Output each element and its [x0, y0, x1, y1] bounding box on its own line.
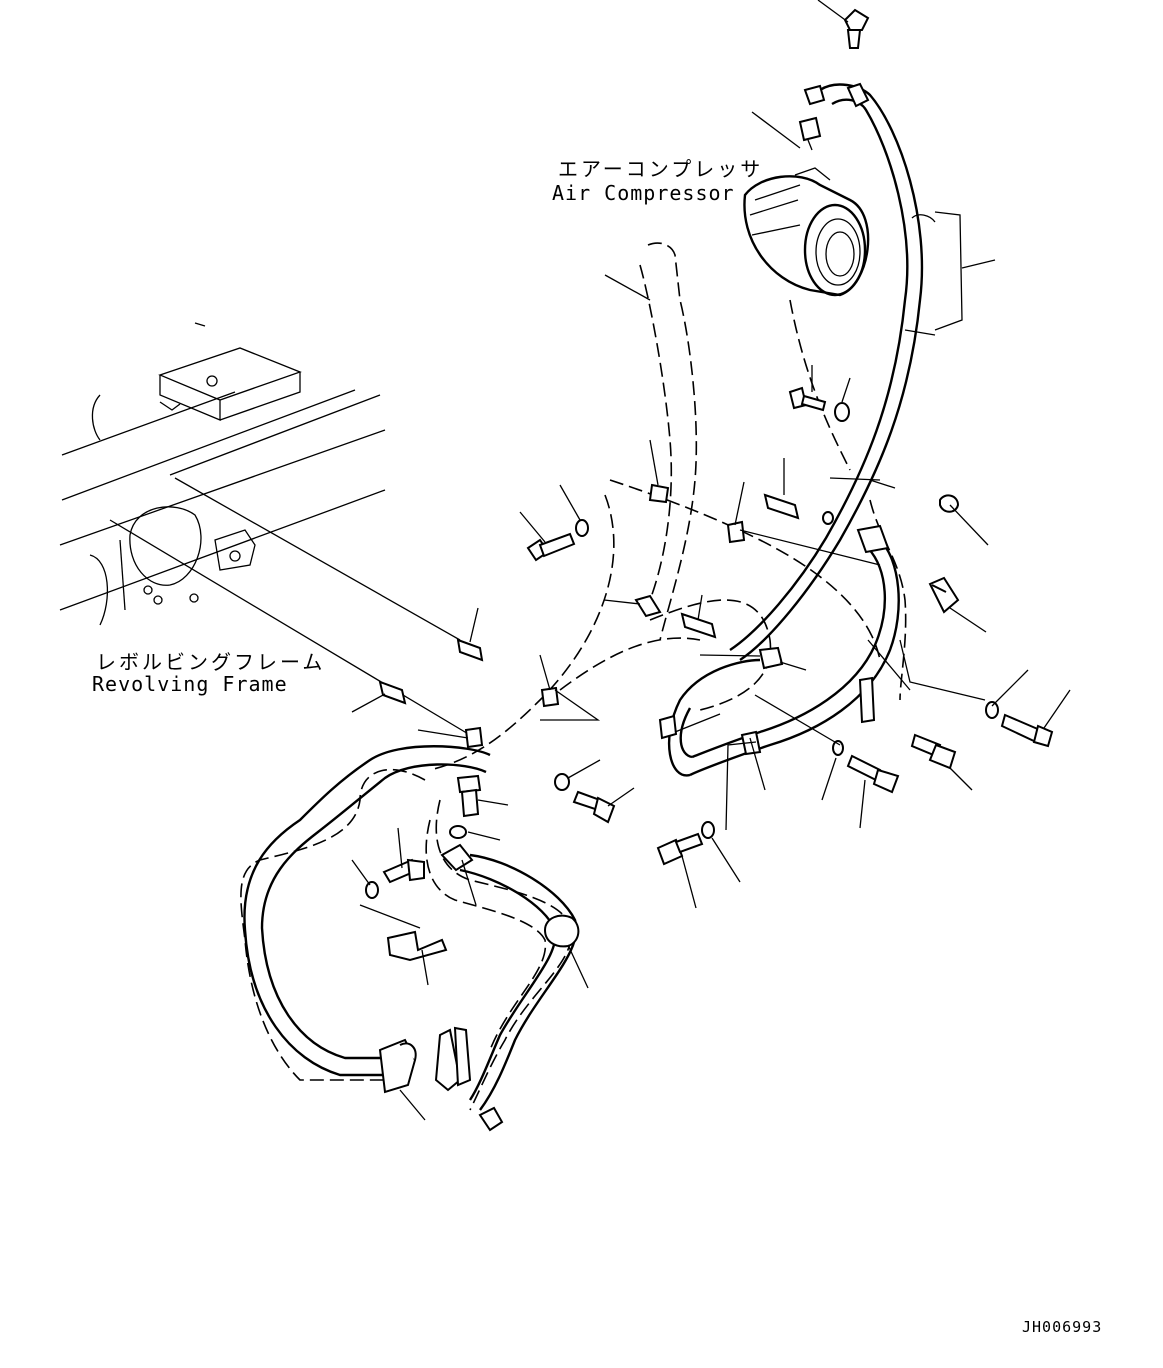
- washer-icon: [834, 402, 850, 422]
- bolt-icon: [526, 532, 576, 562]
- bolt-icon: [382, 858, 425, 884]
- clamp-icon: [440, 843, 474, 872]
- spacer-icon: [680, 612, 717, 639]
- frame-label-en: Revolving Frame: [92, 672, 288, 696]
- washer-icon: [575, 519, 589, 537]
- clamp-icon: [726, 520, 746, 544]
- clamp-icon: [648, 483, 670, 504]
- clamp-icon: [758, 646, 784, 670]
- liquid-hose: [243, 745, 580, 1132]
- spacer-icon: [378, 680, 407, 705]
- discharge-hose: [729, 8, 936, 661]
- bolt-icon: [656, 832, 704, 866]
- washer-icon: [701, 821, 715, 839]
- o-ring-icon: [822, 511, 834, 525]
- drawing-code: JH006993: [1022, 1318, 1103, 1336]
- bolt-icon: [788, 386, 827, 412]
- bracket-icon: [386, 930, 448, 962]
- clamp-icon: [540, 686, 560, 708]
- spacer-icon: [763, 493, 800, 520]
- compressor-label-en: Air Compressor: [552, 181, 735, 205]
- washer-icon: [832, 740, 844, 756]
- bolt-icon: [910, 733, 957, 770]
- washer-icon: [365, 881, 379, 899]
- suction-hose: [667, 524, 900, 777]
- clamp-icon: [658, 714, 678, 740]
- cap-icon: [939, 494, 960, 513]
- revolving-frame: [59, 322, 471, 736]
- frame-label-jp: レボルビングフレーム: [96, 650, 326, 674]
- bolt-icon: [1000, 713, 1054, 748]
- clamp-icon: [858, 676, 876, 724]
- bolt-icon: [572, 790, 616, 824]
- clamp-icon: [634, 594, 662, 618]
- air-compressor: [743, 167, 870, 297]
- compressor-label-jp: エアーコンプレッサ: [558, 157, 764, 181]
- bolt-icon: [456, 774, 482, 818]
- leader-lines: [351, 0, 1071, 1121]
- bolt-icon: [928, 576, 960, 614]
- hose-bracket: [934, 211, 963, 331]
- bolt-icon: [846, 754, 900, 794]
- spacer-icon: [456, 638, 484, 662]
- washer-icon: [449, 825, 467, 839]
- washer-icon: [554, 773, 570, 791]
- washer-icon: [985, 701, 999, 719]
- dashed-hoses: [240, 242, 907, 1111]
- clamp-icon: [464, 726, 484, 749]
